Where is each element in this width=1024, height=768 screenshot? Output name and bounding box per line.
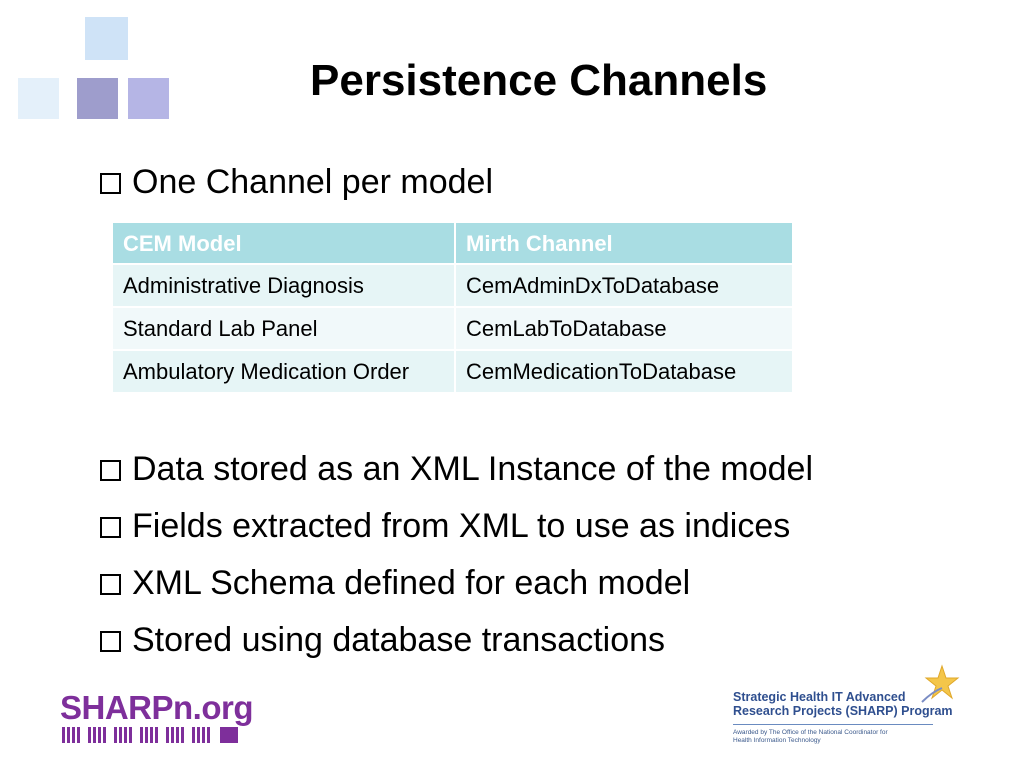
- table-row: Administrative Diagnosis CemAdminDxToDat…: [111, 263, 794, 308]
- bullet-item: Fields extracted from XML to use as indi…: [100, 507, 790, 546]
- table-cell: Administrative Diagnosis: [111, 263, 456, 308]
- bullet-text: Stored using database transactions: [132, 621, 666, 659]
- table-header-cell: Mirth Channel: [454, 221, 794, 265]
- channel-table: CEM Model Mirth Channel Administrative D…: [111, 221, 794, 394]
- bullet-text: Data stored as an XML Instance of the mo…: [132, 450, 814, 488]
- star-icon: [921, 664, 960, 703]
- bullet-item: Data stored as an XML Instance of the mo…: [100, 450, 813, 489]
- sharp-logo-subline: Awarded by The Office of the National Co…: [733, 729, 888, 736]
- decorative-square: [85, 17, 128, 60]
- decorative-square: [18, 78, 59, 119]
- table-row: Standard Lab Panel CemLabToDatabase: [111, 306, 794, 351]
- sharp-logo-subline: Health Information Technology: [733, 737, 821, 744]
- divider: [733, 724, 933, 725]
- sharp-logo-line: Strategic Health IT Advanced: [733, 690, 906, 704]
- square-bullet-icon: [100, 574, 121, 595]
- table-cell: CemAdminDxToDatabase: [454, 263, 794, 308]
- square-bullet-icon: [100, 631, 121, 652]
- sharpn-logo-text: SHARPn.org: [60, 689, 254, 726]
- decorative-square: [77, 78, 118, 119]
- table-cell: Standard Lab Panel: [111, 306, 456, 351]
- table-cell: CemMedicationToDatabase: [454, 349, 794, 394]
- bullet-text: Fields extracted from XML to use as indi…: [132, 507, 791, 545]
- bullet-item: One Channel per model: [100, 163, 493, 202]
- sharpn-logo-bars-icon: [62, 727, 238, 743]
- square-bullet-icon: [100, 460, 121, 481]
- square-bullet-icon: [100, 517, 121, 538]
- table-header-cell: CEM Model: [111, 221, 456, 265]
- sharp-program-logo: Strategic Health IT Advanced Research Pr…: [733, 690, 963, 745]
- table-row: Ambulatory Medication Order CemMedicatio…: [111, 349, 794, 394]
- bullet-item: Stored using database transactions: [100, 621, 665, 660]
- sharpn-logo: SHARPn.org: [60, 689, 254, 745]
- square-bullet-icon: [100, 173, 121, 194]
- table-header-row: CEM Model Mirth Channel: [111, 221, 794, 265]
- decorative-square: [128, 78, 169, 119]
- bullet-text: XML Schema defined for each model: [132, 564, 691, 602]
- table-cell: CemLabToDatabase: [454, 306, 794, 351]
- table-cell: Ambulatory Medication Order: [111, 349, 456, 394]
- bullet-text: One Channel per model: [132, 163, 494, 201]
- bullet-item: XML Schema defined for each model: [100, 564, 690, 603]
- slide-title: Persistence Channels: [310, 56, 768, 105]
- sharp-logo-line: Research Projects (SHARP) Program: [733, 704, 953, 718]
